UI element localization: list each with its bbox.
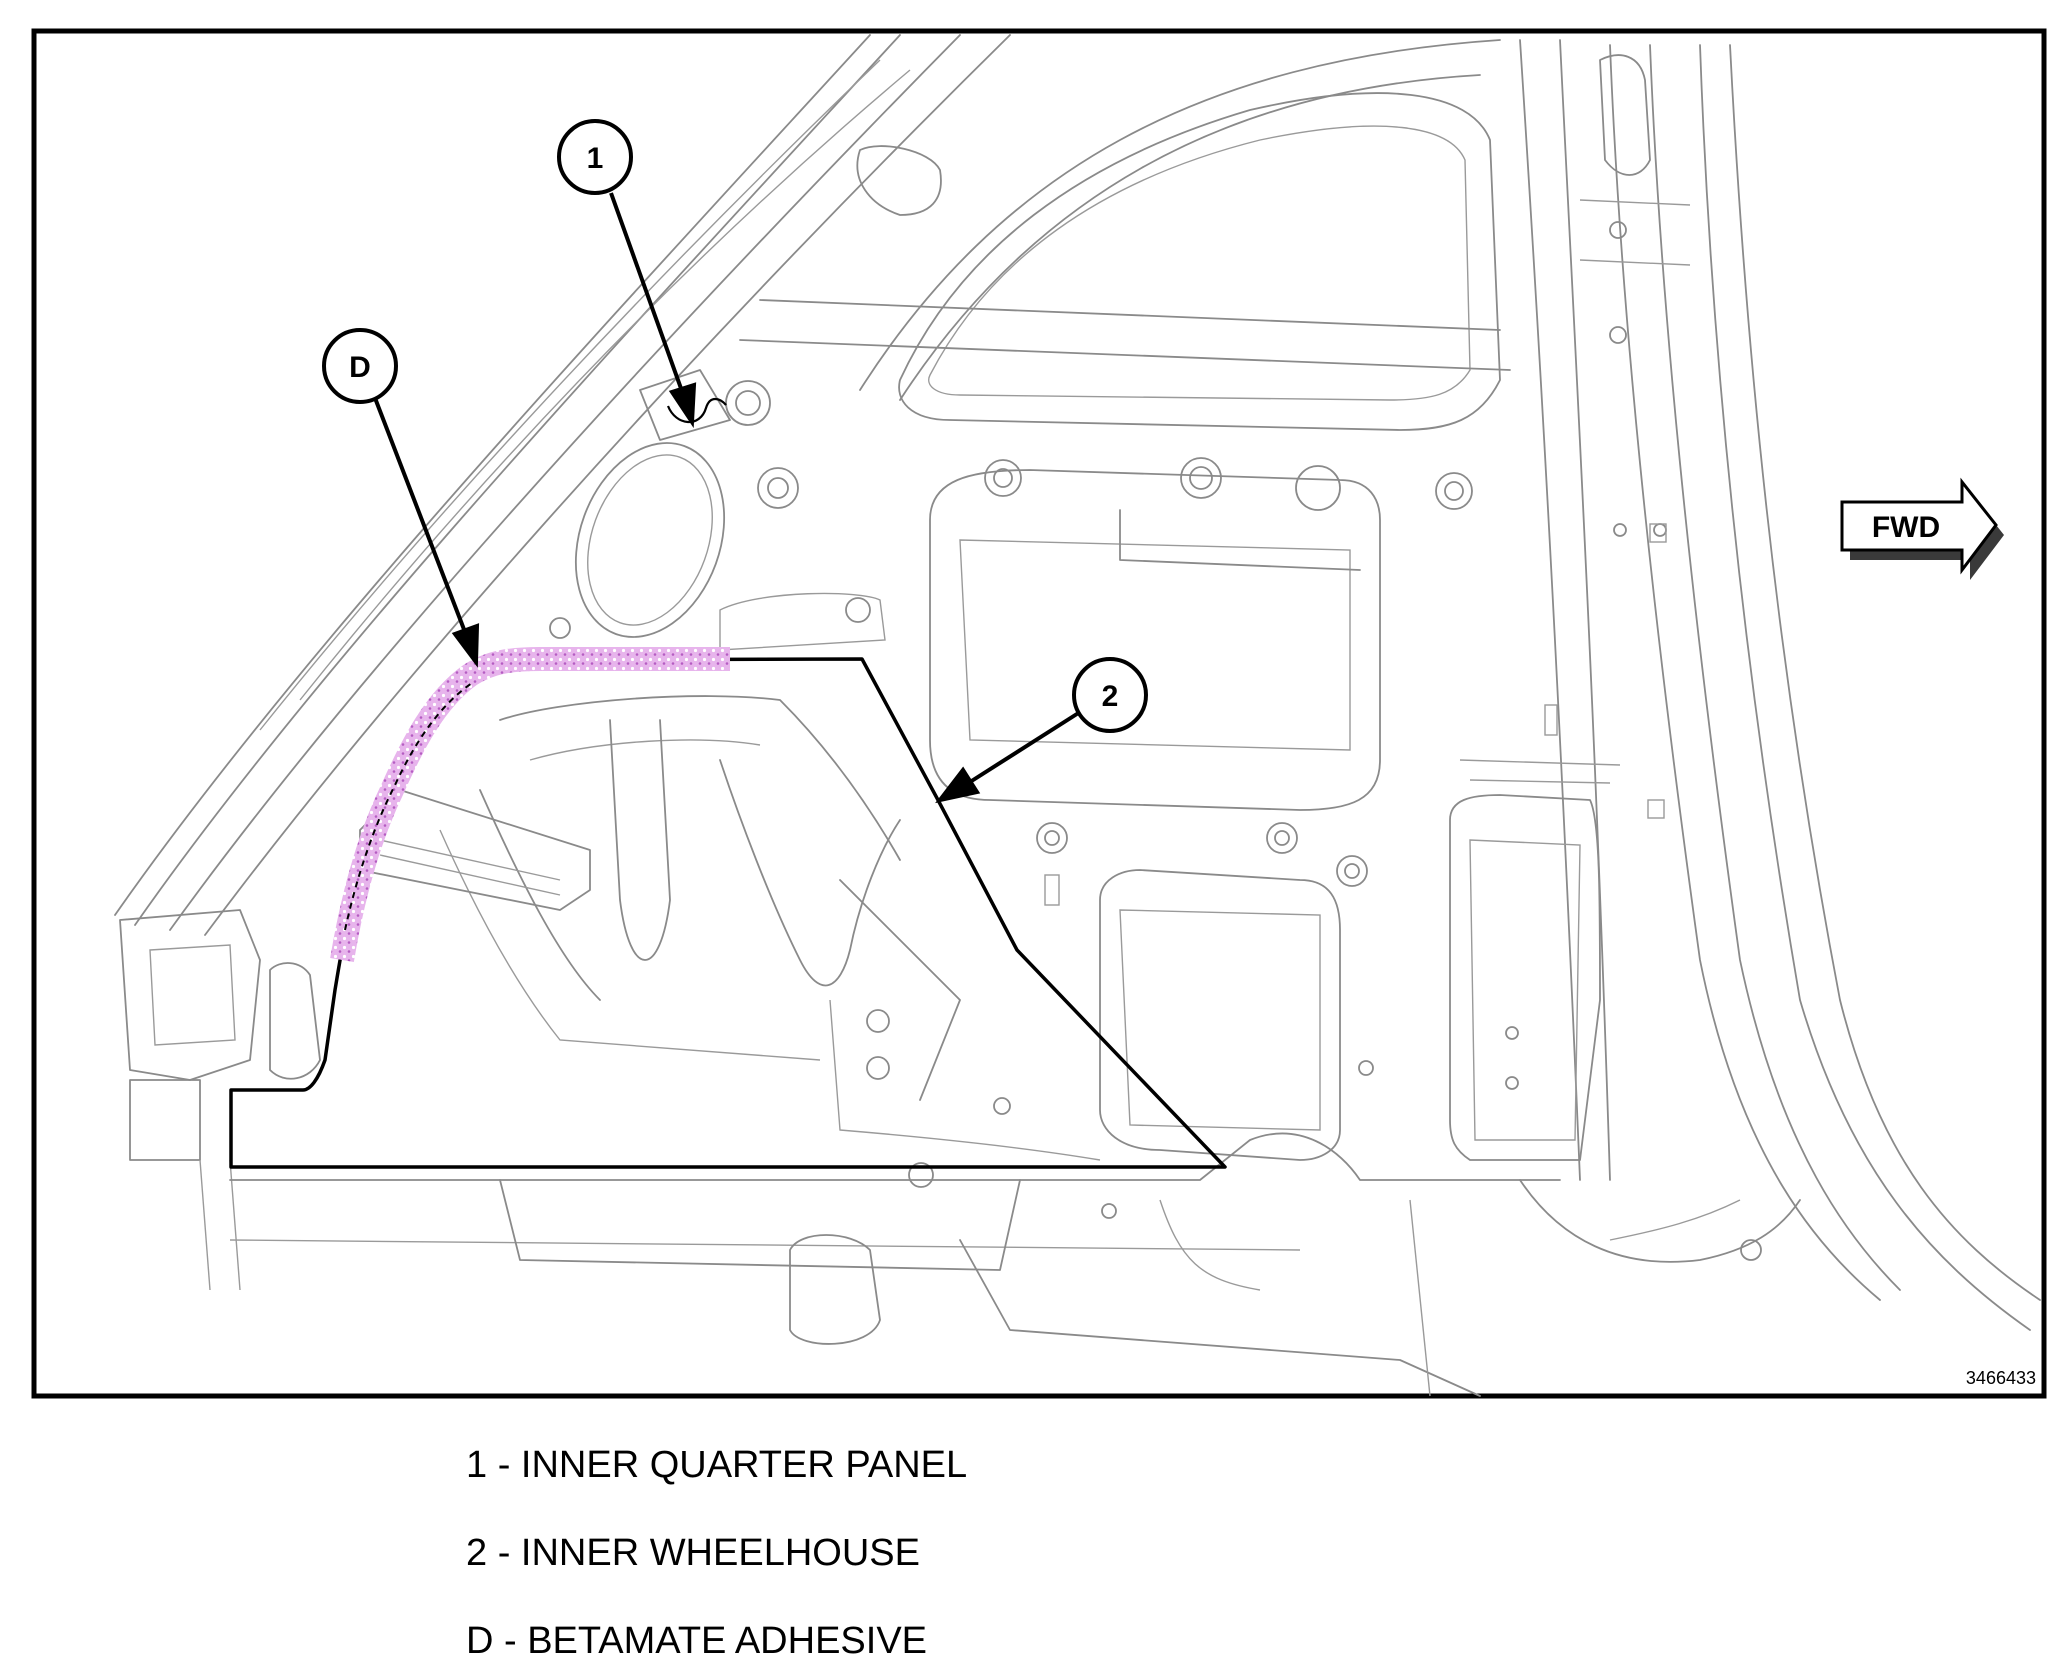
legend-item-2: 2 - INNER WHEELHOUSE — [466, 1532, 920, 1574]
forward-direction-arrow: FWD — [1840, 477, 2004, 580]
legend-item-d: D - BETAMATE ADHESIVE — [466, 1620, 928, 1662]
callout-2: 2 — [1072, 657, 1148, 733]
figure-number: 3466433 — [1966, 1368, 2036, 1388]
callout-d-leader — [373, 397, 480, 668]
inner-wheelhouse-outline — [229, 657, 1227, 1169]
svg-text:D: D — [349, 351, 371, 384]
adhesive-dashed-edge — [344, 682, 473, 931]
callout-2-leader — [935, 710, 1082, 804]
callout-d: D — [322, 328, 398, 404]
figure-frame — [31, 28, 2047, 1399]
fwd-label: FWD — [1872, 511, 1940, 544]
svg-text:1: 1 — [587, 142, 604, 175]
callout-1: 1 — [557, 119, 633, 195]
inner-quarter-panel-hook-line — [666, 397, 727, 424]
svg-text:2: 2 — [1102, 680, 1119, 713]
betamate-adhesive-bead — [330, 647, 730, 962]
legend-item-1: 1 - INNER QUARTER PANEL — [466, 1444, 968, 1486]
callout-1-leader — [609, 192, 697, 429]
